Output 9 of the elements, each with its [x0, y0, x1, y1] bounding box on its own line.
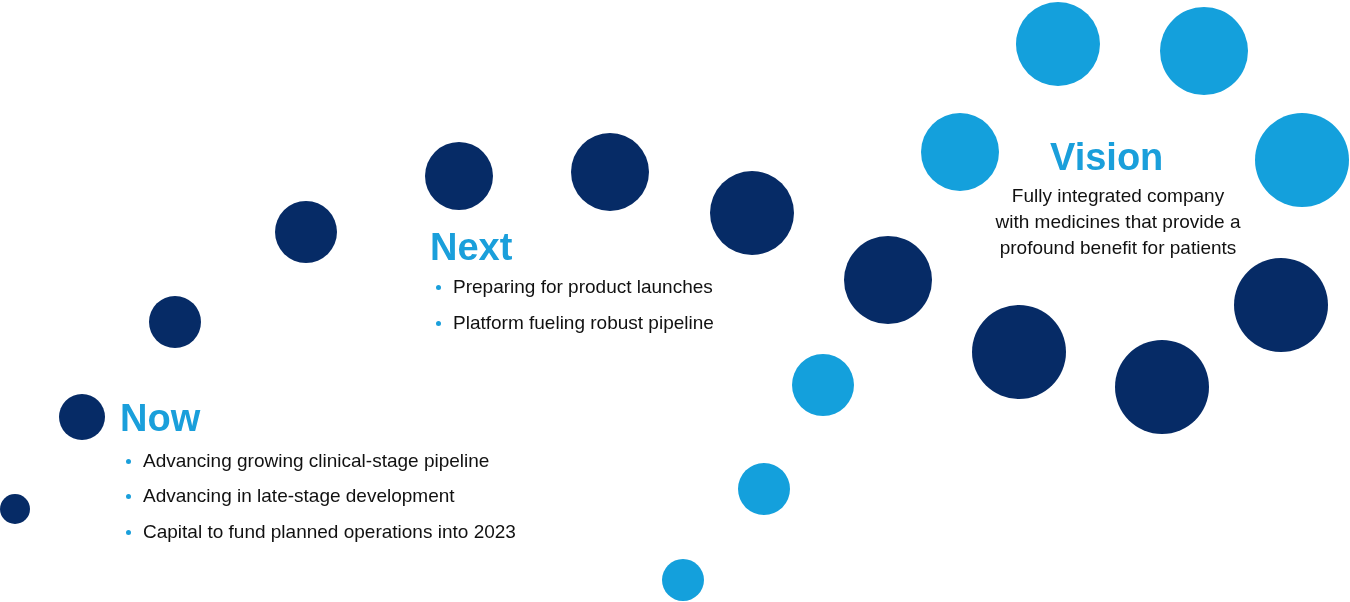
description-text: Fully integrated company with medicines that provide a profound benefit for patients	[994, 184, 1242, 260]
bullet-text: Advancing growing clinical-stage pipeline	[143, 450, 490, 472]
heading: Vision	[1050, 136, 1164, 179]
heading: Now	[120, 397, 201, 440]
heading: Next	[430, 226, 513, 269]
bullet-text: Platform fueling robust pipeline	[453, 312, 714, 334]
bullet-text: Advancing in late-stage development	[143, 485, 455, 507]
bullet-text: Preparing for product launches	[453, 276, 713, 298]
bullet-text: Capital to fund planned operations into 2023	[143, 521, 516, 543]
